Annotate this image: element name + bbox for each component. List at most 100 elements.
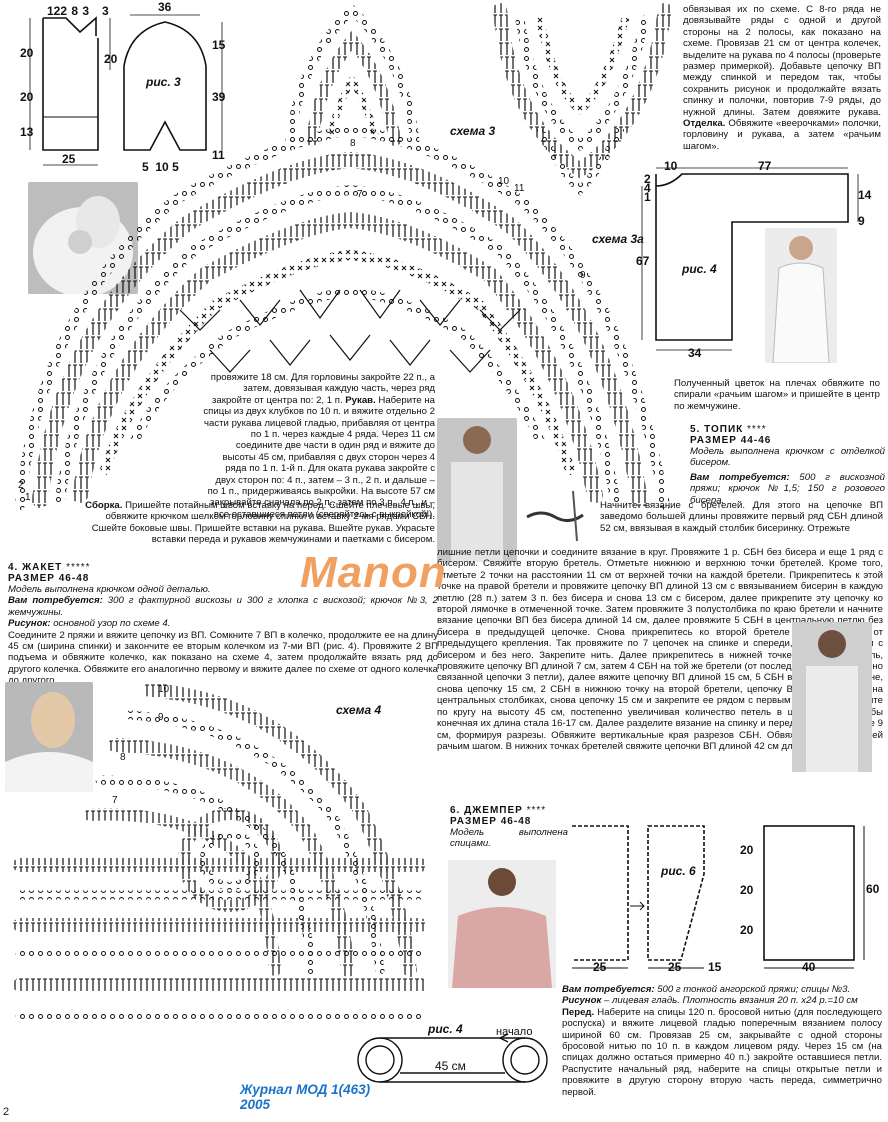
journal-year: 2005 (240, 1097, 271, 1112)
schema4-row-number: 9 (158, 712, 164, 723)
photo-top-model (437, 418, 517, 562)
schema3-row-number: 1 (25, 492, 31, 503)
section-6-title: 6. ДЖЕМПЕР **** (450, 805, 568, 816)
schema4-row-number: 10 (158, 684, 170, 695)
fig3-dim-left-3: 13 (20, 125, 34, 139)
otdelka-heading: Отделка. (683, 118, 726, 130)
pattern-figure-4-bottom (357, 1033, 548, 1083)
fig6-mid-width-2: 15 (708, 960, 722, 974)
fig6-dim: 20 (740, 923, 754, 937)
section-4-text: Соедините 2 пряжи и вяжите цепочку из ВП… (8, 629, 438, 687)
fig6-left-width: 25 (593, 960, 607, 974)
text-body: Полученный цветок на плечах обвяжите по … (674, 378, 880, 412)
fig3-sleeve-right-3: 11 (212, 148, 225, 162)
fig3-dim-bottom: 25 (62, 152, 76, 166)
fig3-label: рис. 3 (146, 75, 181, 89)
pattern-text: основной узор по схеме 4. (50, 618, 171, 630)
photo-top-back-image (792, 622, 872, 772)
section-5-size: РАЗМЕР 44-46 (690, 435, 885, 446)
front-text: Наберите на спицы 120 п. бросовой нитью … (562, 1006, 882, 1098)
schema-4-label: схема 4 (336, 703, 382, 717)
photo-jumper-model (448, 860, 556, 988)
pattern-figure-4-top (641, 167, 859, 351)
section-5-model: Модель выполнена крючком с отделкой бисе… (690, 446, 885, 469)
fig4-top-dim-1: 10 (664, 159, 678, 173)
journal-name: Журнал МОД 1(463) (240, 1082, 371, 1097)
text-body: Пришейте потайным швом вставку на перед.… (91, 500, 435, 546)
dim: 5 (172, 160, 179, 174)
section-6-model: Модель выполнена спицами. (450, 827, 568, 850)
fig6-dim: 20 (740, 843, 754, 857)
fig3-sleeve-top: 36 (158, 0, 172, 14)
fig4-bottom: 34 (688, 346, 702, 360)
photo-jumper-model-image (448, 860, 556, 988)
text-body: провяжите 18 см. Для горловины закройте … (210, 372, 435, 406)
schema3-row-number: 11 (514, 183, 525, 194)
section-number: 6. (450, 805, 461, 816)
size-label: РАЗМЕР (690, 435, 737, 446)
needs-text: 500 г тонкой ангорской пряжи; спицы №3. (654, 984, 851, 995)
difficulty-stars: **** (747, 424, 767, 435)
section-4-needs: Вам потребуется: 300 г фактурной вискозы… (8, 595, 438, 618)
photo-jacket-detail-image (28, 182, 138, 294)
schema4-row-number: 8 (120, 752, 126, 763)
schema4-row-number: 7 (112, 795, 118, 806)
text-body: лишние петли цепочки и соедините вязание… (437, 547, 883, 752)
watermark: Manon (300, 548, 447, 597)
fig6-right-width: 40 (802, 960, 816, 974)
section-6-front: Перед. Наберите на спицы 120 п. бросовой… (562, 1007, 882, 1098)
text-body: Наберите на спицы из двух клубков по 10 … (203, 394, 435, 520)
dim: 8 (71, 4, 79, 18)
pattern-text: – лицевая гладь. Плотность вязания 20 п.… (601, 995, 858, 1007)
schema-3-label: схема 3 (450, 124, 496, 138)
size-value: 44-46 (740, 435, 772, 446)
pattern-figure-3 (29, 14, 223, 166)
size-label: РАЗМЕР (8, 573, 55, 584)
fig6-label: рис. 6 (661, 864, 696, 878)
pattern-label: Рисунок: (8, 618, 51, 630)
section-4-model: Модель выполнена крючком одной деталью. (8, 584, 211, 595)
schema-3a-label: схема 3а (592, 232, 644, 246)
size-label: РАЗМЕР (450, 816, 497, 827)
needs-text: 500 г вискозной пряжи; крючок №1,5; 150 … (690, 471, 886, 506)
schema3-row-number: 10 (498, 176, 510, 187)
photo-top-model-image (437, 418, 517, 562)
pattern-label: Рисунок (562, 995, 602, 1007)
fig4-bottom-length: 45 см (435, 1059, 466, 1073)
section-number: 4. (8, 562, 19, 573)
schema3-row-number: 2 (18, 480, 24, 491)
section-number: 5. (690, 424, 701, 435)
section-4: 4. ЖАКЕТ ***** РАЗМЕР 46-48 Модель выпол… (8, 562, 438, 687)
section-6-text: Вам потребуется: 500 г тонкой ангорской … (562, 984, 882, 1098)
photo-jacket-model (5, 682, 93, 792)
section-title: ЖАКЕТ (22, 562, 63, 573)
fig6-right-height: 60 (866, 882, 880, 896)
fig6-dim: 20 (740, 883, 754, 897)
section-6-needs: Вам потребуется: 500 г тонкой ангорской … (562, 984, 882, 995)
size-value: 46-48 (58, 573, 90, 584)
photo-jacket-model-image (5, 682, 93, 792)
dim: 2 (60, 4, 68, 18)
schema3-row-number: 8 (350, 138, 356, 149)
rukav-heading: Рукав. (345, 394, 376, 406)
sborka-heading: Сборка. (85, 500, 123, 511)
section-5-title: 5. ТОПИК **** (690, 424, 885, 435)
fig4-bottom-label: рис. 4 (428, 1022, 463, 1036)
dim: 5 (142, 160, 149, 174)
photo-cardigan-model-image (765, 228, 837, 363)
text-body: Начните вязание с бретелей. Для этого на… (600, 500, 883, 534)
front-heading: Перед. (562, 1006, 595, 1018)
section-5-text-a: Начните вязание с бретелей. Для этого на… (600, 500, 883, 534)
flower-text: Полученный цветок на плечах обвяжите по … (674, 378, 880, 412)
fig4-top-label: рис. 4 (682, 262, 717, 276)
crochet-schema-3 (15, 3, 672, 510)
page-number: 2 (3, 1106, 10, 1118)
fig3-sleeve-right-1: 15 (212, 38, 226, 52)
fig4-left-dim-1: 2 (644, 172, 651, 186)
fig6-mid-width-1: 25 (668, 960, 682, 974)
needs-label: Вам потребуется: (8, 595, 103, 607)
section-title: ТОПИК (704, 424, 744, 435)
fig3-dim-top: 122 8 3 3 (47, 4, 109, 18)
section-5-header: 5. ТОПИК **** РАЗМЕР 44-46 Модель выполн… (690, 424, 885, 506)
text-sleeve-assembly: провяжите 18 см. Для горловины закройте … (203, 372, 435, 520)
